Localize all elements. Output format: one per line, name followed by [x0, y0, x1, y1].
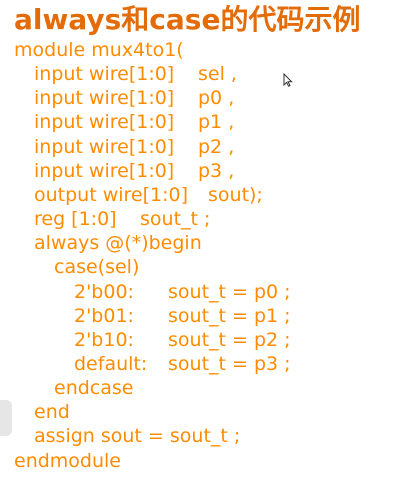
- code-token-operand: sout_t ;: [140, 208, 211, 231]
- code-token: assign sout = sout_t ;: [34, 425, 241, 448]
- code-token: input wire[1:0]: [34, 87, 175, 110]
- code-token: end: [34, 401, 70, 424]
- code-token: 2'b00:: [74, 280, 134, 303]
- code-token-operand: p3 ,: [198, 159, 235, 182]
- code-token-operand: sout_t = p1 ;: [168, 304, 291, 327]
- code-token: input wire[1:0]: [34, 63, 175, 86]
- code-token: always @(*)begin: [34, 232, 202, 255]
- code-token-operand: sout_t = p2 ;: [168, 328, 291, 351]
- code-token: default:: [74, 352, 148, 375]
- code-token: endcase: [54, 377, 134, 400]
- slide-panel-handle[interactable]: [0, 400, 12, 436]
- code-token-operand: p0 ,: [198, 87, 235, 110]
- code-token: endmodule: [14, 449, 121, 472]
- code-token: case(sel): [54, 256, 140, 279]
- code-token: input wire[1:0]: [34, 111, 175, 134]
- code-token-operand: p2 ,: [198, 135, 235, 158]
- code-token-operand: p1 ,: [198, 111, 235, 134]
- code-token: input wire[1:0]: [34, 159, 175, 182]
- code-token: 2'b01:: [74, 304, 134, 327]
- code-token: input wire[1:0]: [34, 135, 175, 158]
- code-token: 2'b10:: [74, 328, 134, 351]
- code-token: module mux4to1(: [14, 39, 184, 61]
- slide-title: always和case的代码示例: [14, 3, 361, 36]
- code-token: output wire[1:0]: [34, 183, 189, 206]
- code-token-operand: sout_t = p0 ;: [168, 280, 291, 303]
- code-token: reg [1:0]: [34, 208, 117, 231]
- code-token-operand: sout);: [208, 183, 263, 206]
- code-token-operand: sel ,: [198, 63, 237, 86]
- mouse-pointer-icon: [283, 72, 293, 87]
- code-token-operand: sout_t = p3 ;: [168, 352, 291, 375]
